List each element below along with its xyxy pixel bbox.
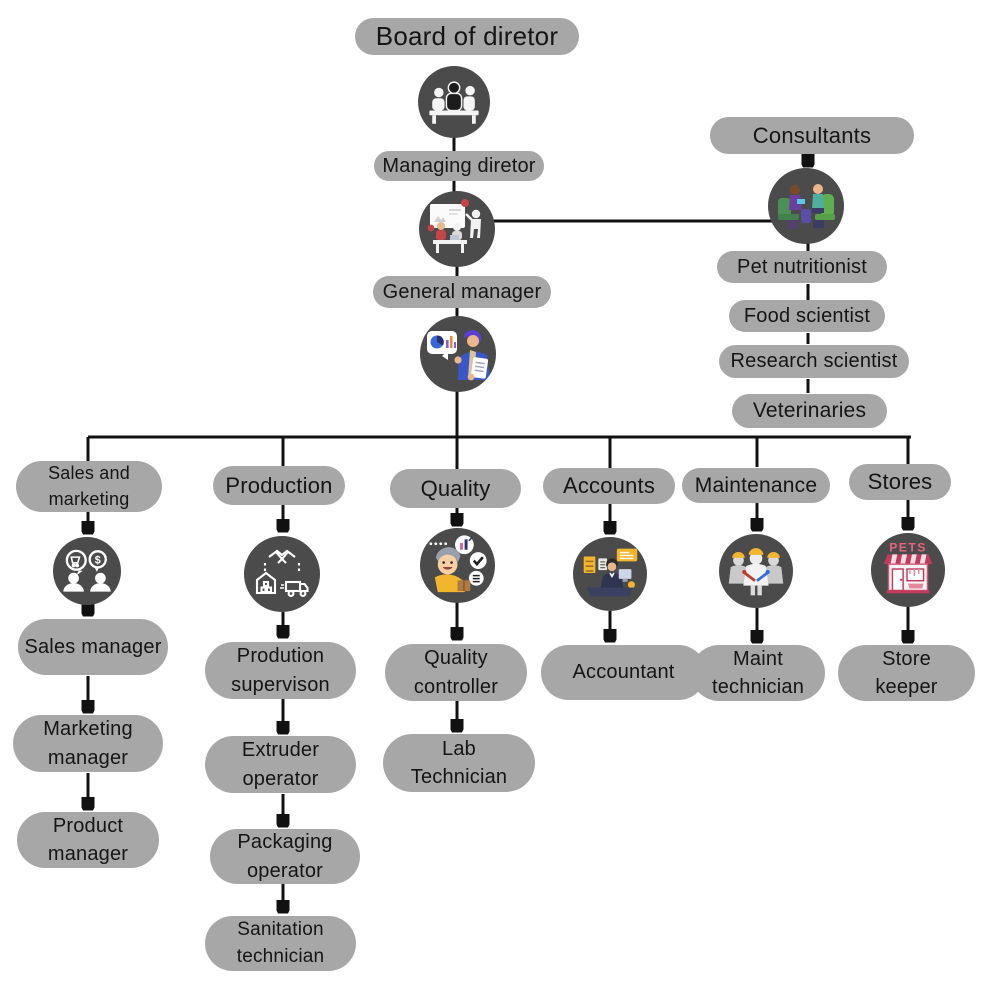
consultants-node: Consultants [710,117,914,154]
role-maint-technician-node: Maint technician [691,645,825,701]
role-accountant-node: Accountant [541,645,706,700]
general-manager-node: General manager [373,276,551,308]
role-lab-technician-node: Lab Technician [383,734,535,792]
role-pet-nutritionist-node: Pet nutritionist [717,251,887,283]
sales-chat-icon: $ [53,537,121,605]
accountant-desk-icon [573,537,647,611]
maintenance-crew-icon [719,534,793,608]
role-sales-manager-node: Sales manager [18,619,168,675]
role-prodution-supervison-node: Prodution supervison [205,642,356,699]
dept-sales-marketing-node: Sales and marketing [16,461,162,512]
board-meeting-icon [418,66,490,138]
role-extruder-operator-node: Extruder operator [205,736,356,793]
svg-text:$: $ [95,554,101,566]
role-food-scientist-node: Food scientist [729,300,885,332]
svg-text:PETS: PETS [889,541,927,555]
manager-report-icon [420,316,496,392]
dept-maintenance-node: Maintenance [682,468,830,503]
pet-shop-icon: PETS [871,533,945,607]
presentation-icon [419,191,495,267]
role-quality-controller-node: Quality controller [385,644,527,701]
dept-quality-node: Quality [390,469,521,508]
consultation-icon [768,168,844,244]
role-store-keeper-node: Store keeper [838,645,975,701]
role-research-scientist-node: Research scientist [719,345,909,378]
logistics-icon [244,536,320,612]
role-sanitation-technician-node: Sanitation technician [205,916,356,971]
role-marketing-manager-node: Marketing manager [13,715,163,772]
role-veterinaries-node: Veterinaries [732,394,887,428]
dept-accounts-node: Accounts [543,468,675,504]
dept-production-node: Production [213,466,345,505]
quality-check-icon [420,528,495,603]
dept-stores-node: Stores [849,464,951,500]
role-product-manager-node: Product manager [17,812,159,868]
board-node: Board of diretor [355,18,579,55]
managing-director-node: Managing diretor [374,151,544,181]
role-packaging-operator-node: Packaging operator [210,829,360,884]
